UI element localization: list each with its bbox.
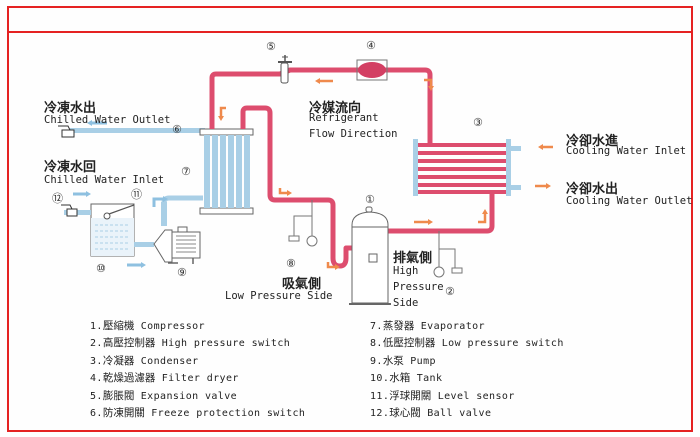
marker-compressor: ① <box>365 193 375 206</box>
legend-item: 3.冷凝器 Condenser <box>90 353 305 370</box>
marker-high-pressure-switch: ② <box>445 285 455 298</box>
legend-en: Freeze protection switch <box>151 408 306 420</box>
marker-tank: ⑩ <box>96 262 106 275</box>
low-side-label-en: Low Pressure Side <box>225 290 333 302</box>
legend-num: 1. <box>90 321 103 332</box>
legend-zh: 低壓控制器 <box>382 337 436 350</box>
legend-zh: 水泵 <box>382 354 404 367</box>
legend-num: 2. <box>90 338 103 350</box>
filter-dryer <box>356 59 388 81</box>
legend-item: 8.低壓控制器 Low pressure switch <box>370 335 564 352</box>
legend-num: 12. <box>370 408 390 420</box>
legend-zh: 球心閥 <box>389 407 421 420</box>
marker-filter-dryer: ④ <box>366 39 376 52</box>
legend-item: 1.壓縮機 Compressor <box>90 318 305 335</box>
refrigerant-flow-arrows <box>219 78 553 269</box>
legend-en: Expansion valve <box>140 390 238 402</box>
high-side-label-en-3: Side <box>393 297 419 309</box>
legend-zh: 冷凝器 <box>102 354 135 367</box>
legend-num: 7. <box>370 321 383 332</box>
legend-zh: 乾燥過濾器 <box>102 372 156 385</box>
chilled-outlet-label-en: Chilled Water Outlet <box>44 114 171 126</box>
legend-en: Condenser <box>140 355 199 367</box>
chilled-inlet-label-zh: 冷凍水回 <box>44 160 97 175</box>
legend-zh: 蒸發器 <box>382 320 415 332</box>
chilled-inlet-label-en: Chilled Water Inlet <box>44 174 165 186</box>
legend-en: Tank <box>416 373 443 385</box>
cooling-outlet-label-en: Cooling Water Outlet <box>566 195 693 207</box>
high-side-label-zh: 排氣側 <box>393 251 433 266</box>
water-flow-arrows <box>73 192 165 267</box>
legend-zh: 浮球開關 <box>389 389 432 402</box>
legend-left: 1.壓縮機 Compressor 2.高壓控制器 High pressure s… <box>90 318 305 422</box>
legend-item: 7.蒸發器 Evaporator <box>370 318 564 335</box>
marker-evaporator: ⑦ <box>181 165 191 178</box>
marker-freeze-switch: ⑥ <box>172 123 182 136</box>
legend-zh: 水箱 <box>389 372 411 385</box>
evaporator <box>199 128 254 215</box>
water-tank <box>90 203 135 257</box>
condenser <box>413 139 521 196</box>
legend-zh: 壓縮機 <box>102 320 135 332</box>
legend-en: Filter dryer <box>161 373 239 385</box>
expansion-valve <box>278 55 292 84</box>
legend-en: Compressor <box>140 321 205 332</box>
legend-item: 11.浮球開關 Level sensor <box>370 388 564 405</box>
cooling-outlet-label-zh: 冷卻水出 <box>566 182 619 197</box>
outer-frame <box>7 6 693 432</box>
water-arrowheads <box>86 191 168 268</box>
legend-item: 10.水箱 Tank <box>370 370 564 387</box>
legend-num: 8. <box>370 338 383 350</box>
legend-right: 7.蒸發器 Evaporator 8.低壓控制器 Low pressure sw… <box>370 318 564 422</box>
legend-item: 4.乾燥過濾器 Filter dryer <box>90 370 305 387</box>
ball-valve <box>61 204 91 217</box>
legend-num: 10. <box>370 373 390 385</box>
legend-item: 5.膨脹閥 Expansion valve <box>90 388 305 405</box>
legend-en: Level sensor <box>437 390 515 402</box>
legend-num: 6. <box>90 408 103 420</box>
refrigerant-label-en-2: Flow Direction <box>309 128 398 140</box>
legend-item: 9.水泵 Pump <box>370 353 564 370</box>
high-side-label-en-1: High <box>393 265 419 277</box>
legend-num: 3. <box>90 355 103 367</box>
high-side-label-en-2: Pressure <box>393 281 444 293</box>
legend-zh: 膨脹閥 <box>102 389 135 402</box>
marker-ball-valve: ⑫ <box>52 192 63 205</box>
legend-num: 4. <box>90 373 103 385</box>
compressor <box>349 206 391 305</box>
legend-en: Evaporator <box>420 321 485 332</box>
low-side-label-zh: 吸氣側 <box>282 277 322 292</box>
legend-item: 2.高壓控制器 High pressure switch <box>90 335 305 352</box>
legend-num: 11. <box>370 390 390 402</box>
legend-en: Pump <box>410 355 436 367</box>
refrigerant-label-en-1: Refrigerant <box>309 112 379 124</box>
legend-num: 9. <box>370 355 383 367</box>
legend-en: Low pressure switch <box>441 338 564 350</box>
legend-zh: 高壓控制器 <box>102 337 156 350</box>
legend-item: 12.球心閥 Ball valve <box>370 405 564 422</box>
marker-level-sensor: ⑪ <box>131 188 142 201</box>
legend-en: Ball valve <box>427 408 492 420</box>
refrigerant-label-zh: 冷媒流向 <box>309 101 362 116</box>
high-pressure-switch <box>433 231 463 278</box>
legend-num: 5. <box>90 390 103 402</box>
legend-item: 6.防凍開關 Freeze protection switch <box>90 405 305 422</box>
chilled-water-outlet-pipe <box>58 125 205 138</box>
marker-low-pressure-switch: ⑧ <box>286 257 296 270</box>
marker-pump: ⑨ <box>177 266 187 279</box>
water-arrow-outlet <box>87 120 107 126</box>
cooling-inlet-label-zh: 冷卻水進 <box>566 134 619 149</box>
water-pump <box>134 195 203 264</box>
chilled-outlet-label-zh: 冷凍水出 <box>44 101 97 116</box>
marker-expansion-valve: ⑤ <box>266 40 276 53</box>
cooling-inlet-label-en: Cooling Water Inlet <box>566 145 687 157</box>
legend-zh: 防凍開關 <box>102 407 145 420</box>
marker-condenser: ③ <box>473 116 483 129</box>
legend-en: High pressure switch <box>161 338 291 350</box>
low-pressure-switch <box>288 200 318 247</box>
refrigerant-arrowheads <box>218 78 551 270</box>
